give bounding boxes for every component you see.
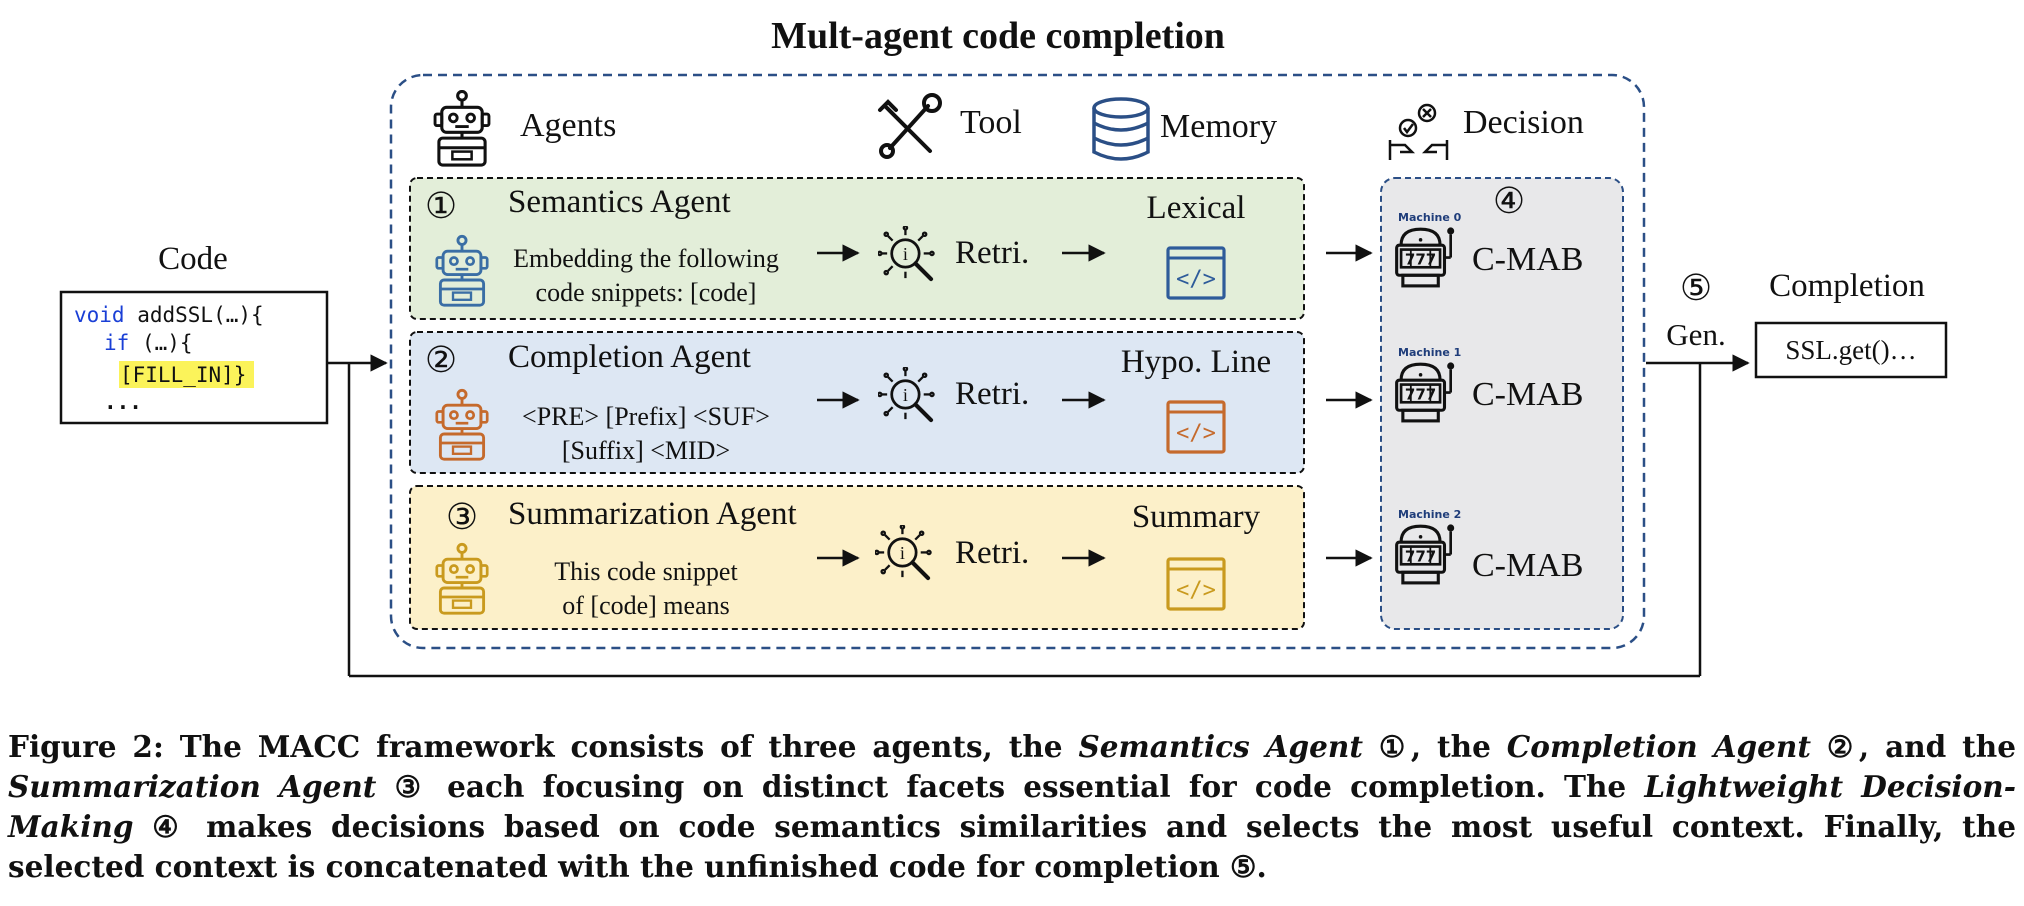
fill-in-placeholder: [FILL_IN] xyxy=(120,363,234,387)
agent-name: Semantics Agent xyxy=(508,184,731,220)
agent-name: Summarization Agent xyxy=(508,496,797,532)
code-text: } xyxy=(234,363,247,387)
header-decision: Decision xyxy=(1388,103,1584,160)
summarization-agent-panel: ③ Summarization Agent This code snippet … xyxy=(409,485,1305,630)
code-keyword: void xyxy=(74,303,125,327)
code-label: Code xyxy=(158,241,228,277)
svg-text:void addSSL(…){: void addSSL(…){ xyxy=(74,303,264,327)
cmab-label: C-MAB xyxy=(1472,241,1583,278)
fill-in-highlight xyxy=(119,361,254,388)
figure-title: Mult-agent code completion xyxy=(771,15,1225,57)
machine-label: Machine 1 xyxy=(1398,346,1461,359)
header-memory-label: Memory xyxy=(1160,108,1277,145)
agent-prompt-line2: of [code] means xyxy=(562,591,729,620)
database-icon xyxy=(1092,97,1150,161)
agent-number: ② xyxy=(425,340,457,380)
caption-text: Figure 2: The MACC framework consists of… xyxy=(8,729,1079,764)
memory-type-label: Hypo. Line xyxy=(1121,344,1271,380)
code-ellipsis: ... xyxy=(104,390,142,414)
caption-italic: Semantics Agent xyxy=(1078,729,1363,764)
agent-prompt-line1: Embedding the following xyxy=(513,244,779,273)
caption-italic: Completion Agent xyxy=(1506,729,1811,764)
header-tool-label: Tool xyxy=(960,104,1022,141)
machine-label: Machine 2 xyxy=(1398,508,1461,521)
generation-number: ⑤ xyxy=(1680,268,1712,308)
header-decision-label: Decision xyxy=(1463,104,1584,141)
caption-italic: Summarization Agent xyxy=(8,769,377,804)
agent-prompt-line2: [Suffix] <MID> xyxy=(562,436,730,465)
header-agents-label: Agents xyxy=(520,107,616,144)
caption-text: ②, and the xyxy=(1810,729,2017,764)
cmab-label: C-MAB xyxy=(1472,547,1583,584)
agent-prompt-line2: code snippets: [code] xyxy=(536,278,757,307)
semantics-agent-panel: ① Semantics Agent Embedding the followin… xyxy=(409,177,1305,320)
completion-agent-panel: ② Completion Agent <PRE> [Prefix] <SUF> … xyxy=(409,331,1305,474)
wrench-screwdriver-icon xyxy=(878,93,942,159)
caption-text: ④ makes decisions based on code semantic… xyxy=(8,809,2016,884)
header-tool: Tool xyxy=(878,93,1022,159)
framework-frame xyxy=(389,73,1646,650)
code-keyword: if xyxy=(104,331,129,355)
memory-type-label: Lexical xyxy=(1147,190,1246,226)
decision-icon xyxy=(1388,103,1449,160)
retrieval-label: Retri. xyxy=(955,535,1029,571)
svg-text:if (…){: if (…){ xyxy=(104,331,193,355)
code-text: (…){ xyxy=(129,331,192,355)
completion-text: SSL.get()… xyxy=(1785,335,1916,365)
machine-label: Machine 0 xyxy=(1398,211,1462,224)
retrieval-label: Retri. xyxy=(955,376,1029,412)
retrieval-label: Retri. xyxy=(955,235,1029,271)
completion-label: Completion xyxy=(1769,268,1925,304)
macc-diagram: i </> 777 xyxy=(59,15,1948,678)
generation-label: Gen. xyxy=(1666,317,1725,352)
decision-panel: ④ Machine 0 C-MAB Machine 1 C-MAB Machin… xyxy=(1380,177,1624,630)
figure-caption: Figure 2: The MACC framework consists of… xyxy=(8,727,2016,887)
agent-number: ① xyxy=(425,186,457,226)
caption-text: ①, the xyxy=(1362,729,1507,764)
agent-number: ③ xyxy=(446,497,478,537)
header-memory: Memory xyxy=(1092,97,1277,161)
cmab-label: C-MAB xyxy=(1472,376,1583,413)
decision-number: ④ xyxy=(1493,181,1525,221)
code-box: void addSSL(…){ if (…){ [FILL_IN]} ... xyxy=(59,290,329,425)
svg-text:[FILL_IN]}: [FILL_IN]} xyxy=(120,363,246,387)
caption-italic: Lightweight Decision-Making xyxy=(8,769,2016,844)
agent-prompt-line1: <PRE> [Prefix] <SUF> xyxy=(522,402,770,431)
agent-name: Completion Agent xyxy=(508,339,751,375)
code-text: addSSL(…){ xyxy=(125,303,264,327)
caption-text: ③ each focusing on distinct facets essen… xyxy=(376,769,1645,804)
header-agents: Agents xyxy=(433,90,616,167)
agent-prompt-line1: This code snippet xyxy=(554,557,738,586)
memory-type-label: Summary xyxy=(1132,499,1261,535)
completion-box: SSL.get()… xyxy=(1754,321,1948,379)
